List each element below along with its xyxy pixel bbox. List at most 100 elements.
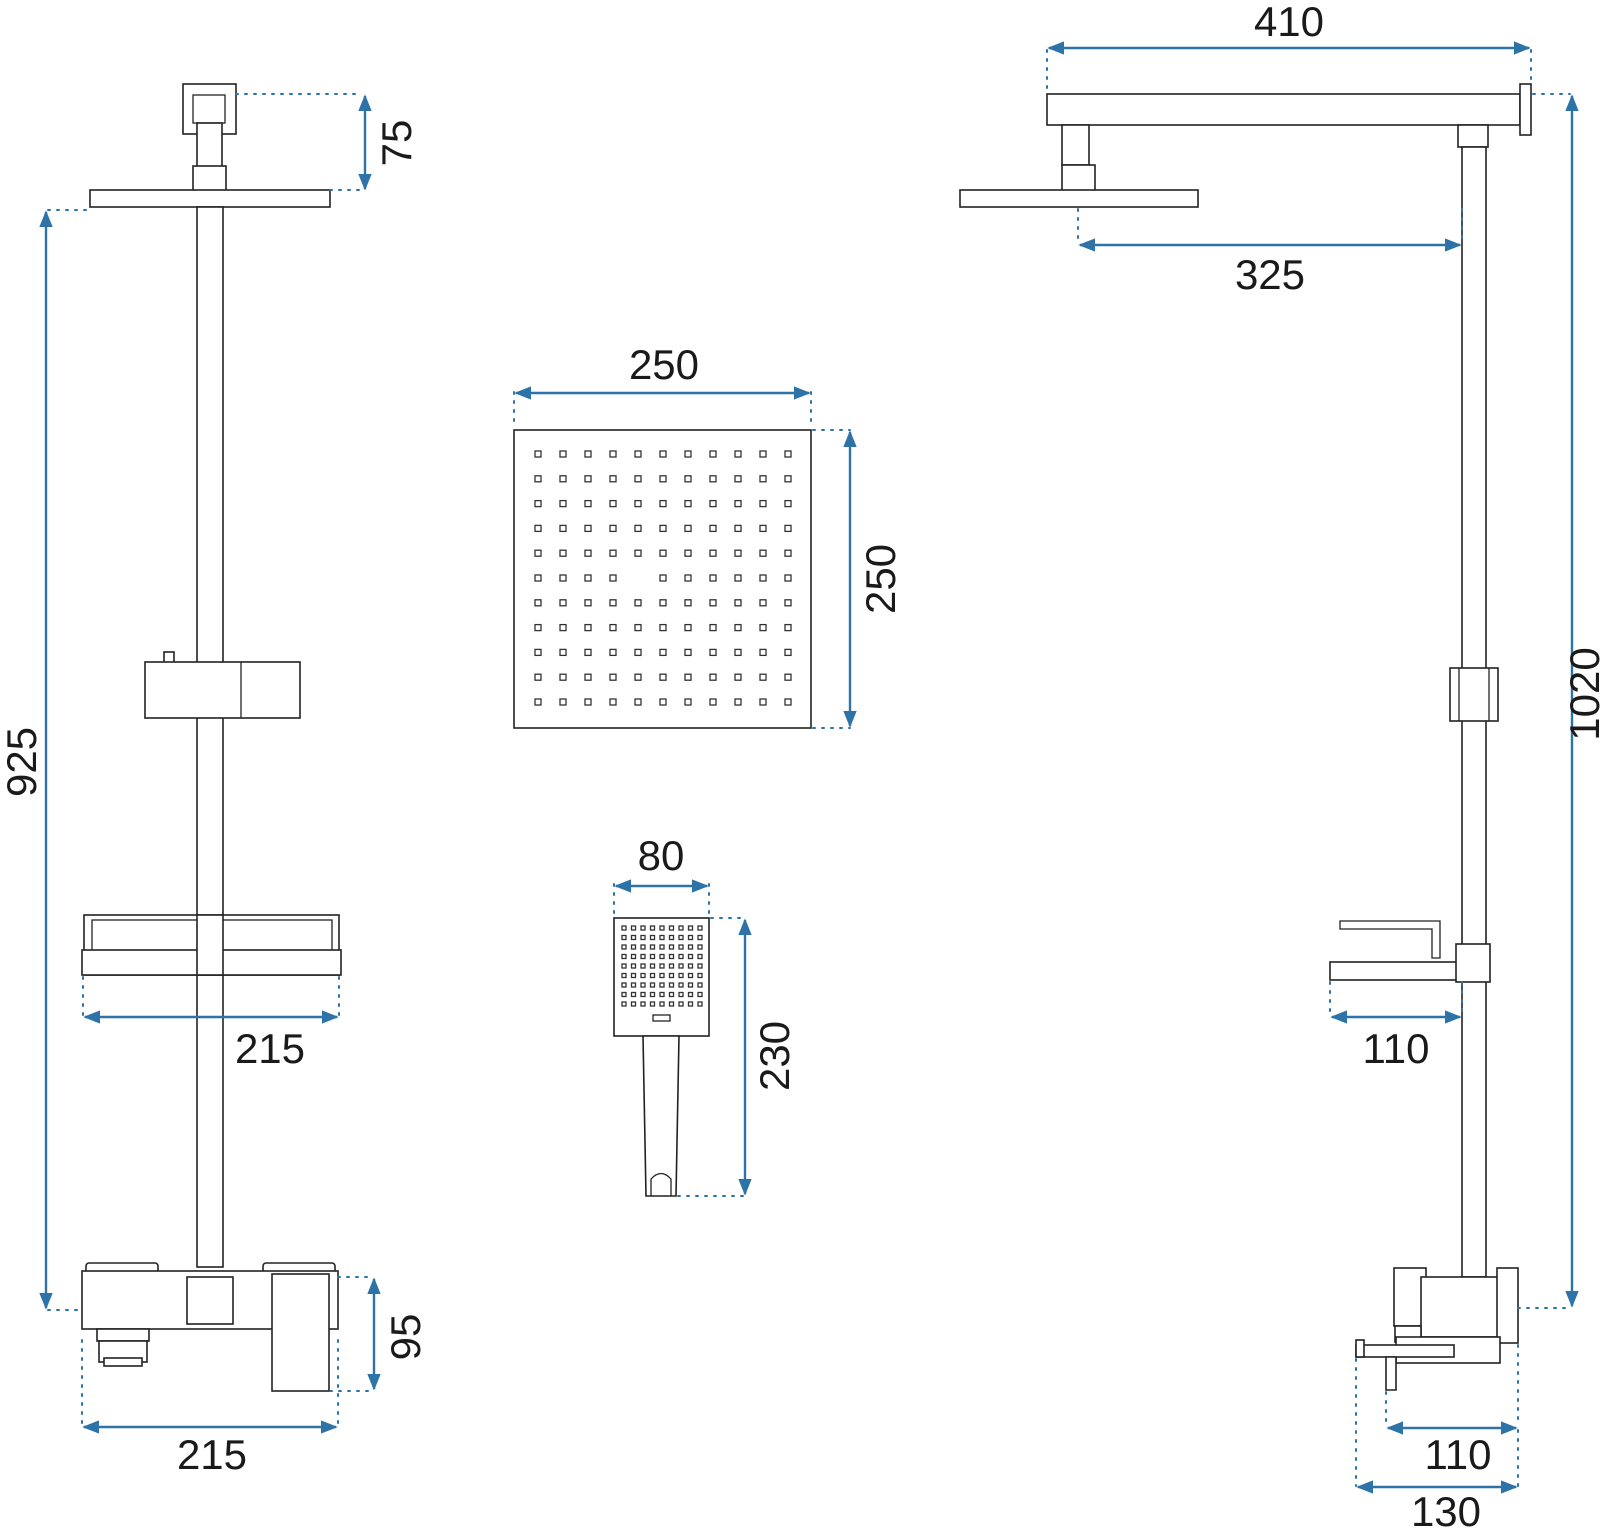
label-80: 80: [638, 832, 685, 879]
nozzle: [687, 944, 694, 950]
nozzle: [609, 499, 617, 508]
nozzle: [584, 450, 592, 458]
front-view: [81, 83, 342, 1392]
side-shelf: [1329, 961, 1463, 981]
nozzle: [621, 991, 627, 998]
nozzle: [640, 963, 646, 969]
nozzle: [684, 549, 692, 557]
hand-shower-hose-inlet: [650, 1172, 672, 1196]
label-215-shelf: 215: [235, 1025, 305, 1072]
nozzle: [630, 982, 637, 988]
nozzle: [640, 991, 646, 998]
nozzle: [630, 1001, 637, 1007]
nozzle: [584, 475, 592, 483]
dimension-lines: [39, 41, 1579, 1494]
label-75: 75: [373, 120, 420, 167]
nozzle: [640, 934, 646, 941]
side-mixer-flange: [1496, 1267, 1519, 1344]
nozzle: [584, 499, 592, 508]
label-215-mixer: 215: [177, 1431, 247, 1478]
nozzle: [734, 574, 742, 582]
side-slider-holder: [1449, 667, 1499, 722]
nozzle: [534, 475, 542, 483]
nozzle: [697, 982, 703, 988]
side-shelf-rail: [1339, 920, 1441, 959]
nozzle: [584, 524, 592, 533]
nozzle: [659, 549, 667, 557]
nozzle: [759, 499, 767, 508]
nozzle: [659, 524, 667, 533]
nozzle: [678, 963, 684, 969]
nozzle: [534, 450, 542, 458]
nozzle: [709, 574, 717, 582]
nozzle: [709, 673, 717, 681]
nozzle: [678, 972, 684, 979]
nozzle: [709, 623, 717, 632]
nozzle: [684, 574, 692, 582]
nozzle: [759, 673, 767, 681]
nozzle: [659, 673, 667, 681]
head-shower-top-view: [513, 429, 812, 729]
nozzle: [634, 499, 642, 508]
nozzle: [697, 972, 703, 979]
nozzle: [697, 934, 703, 941]
nozzle: [734, 524, 742, 533]
nozzle: [734, 673, 742, 681]
nozzle: [634, 599, 642, 607]
nozzle: [584, 549, 592, 557]
nozzle: [734, 698, 742, 706]
nozzle: [634, 475, 642, 483]
nozzle: [559, 450, 567, 458]
label-110-mixer: 110: [1425, 1431, 1492, 1478]
nozzle: [709, 450, 717, 458]
nozzle: [621, 1001, 627, 1007]
nozzle: [784, 549, 792, 557]
nozzle: [668, 972, 675, 979]
nozzle: [709, 475, 717, 483]
nozzle: [559, 549, 567, 557]
nozzle: [534, 574, 542, 582]
nozzle: [684, 648, 692, 657]
nozzle: [784, 499, 792, 508]
nozzle: [630, 953, 637, 960]
nozzle: [559, 574, 567, 582]
nozzle: [659, 450, 667, 458]
front-spout: [96, 1328, 150, 1342]
nozzle: [609, 648, 617, 657]
nozzle: [784, 475, 792, 483]
nozzle: [609, 524, 617, 533]
nozzle: [559, 648, 567, 657]
nozzle: [559, 599, 567, 607]
label-95: 95: [382, 1314, 429, 1361]
nozzle: [534, 549, 542, 557]
nozzle: [609, 673, 617, 681]
nozzle: [649, 972, 656, 979]
nozzle: [684, 450, 692, 458]
nozzle: [559, 475, 567, 483]
nozzle: [649, 944, 656, 950]
hand-shower-nozzles: [621, 925, 703, 1007]
front-mixer-lever: [271, 1273, 330, 1392]
nozzle: [684, 499, 692, 508]
nozzle: [784, 450, 792, 458]
side-mixer-body: [1420, 1276, 1502, 1338]
nozzle: [784, 574, 792, 582]
nozzle: [649, 934, 656, 941]
nozzle: [640, 944, 646, 950]
nozzle: [759, 698, 767, 706]
nozzle: [684, 475, 692, 483]
nozzle: [609, 574, 617, 582]
nozzle: [668, 982, 675, 988]
nozzle: [678, 944, 684, 950]
nozzle: [684, 623, 692, 632]
nozzle: [640, 925, 646, 931]
nozzle: [678, 953, 684, 960]
nozzle: [687, 963, 694, 969]
nozzle: [784, 623, 792, 632]
nozzle: [687, 925, 694, 931]
nozzle: [668, 944, 675, 950]
nozzle: [678, 991, 684, 998]
nozzle: [634, 524, 642, 533]
